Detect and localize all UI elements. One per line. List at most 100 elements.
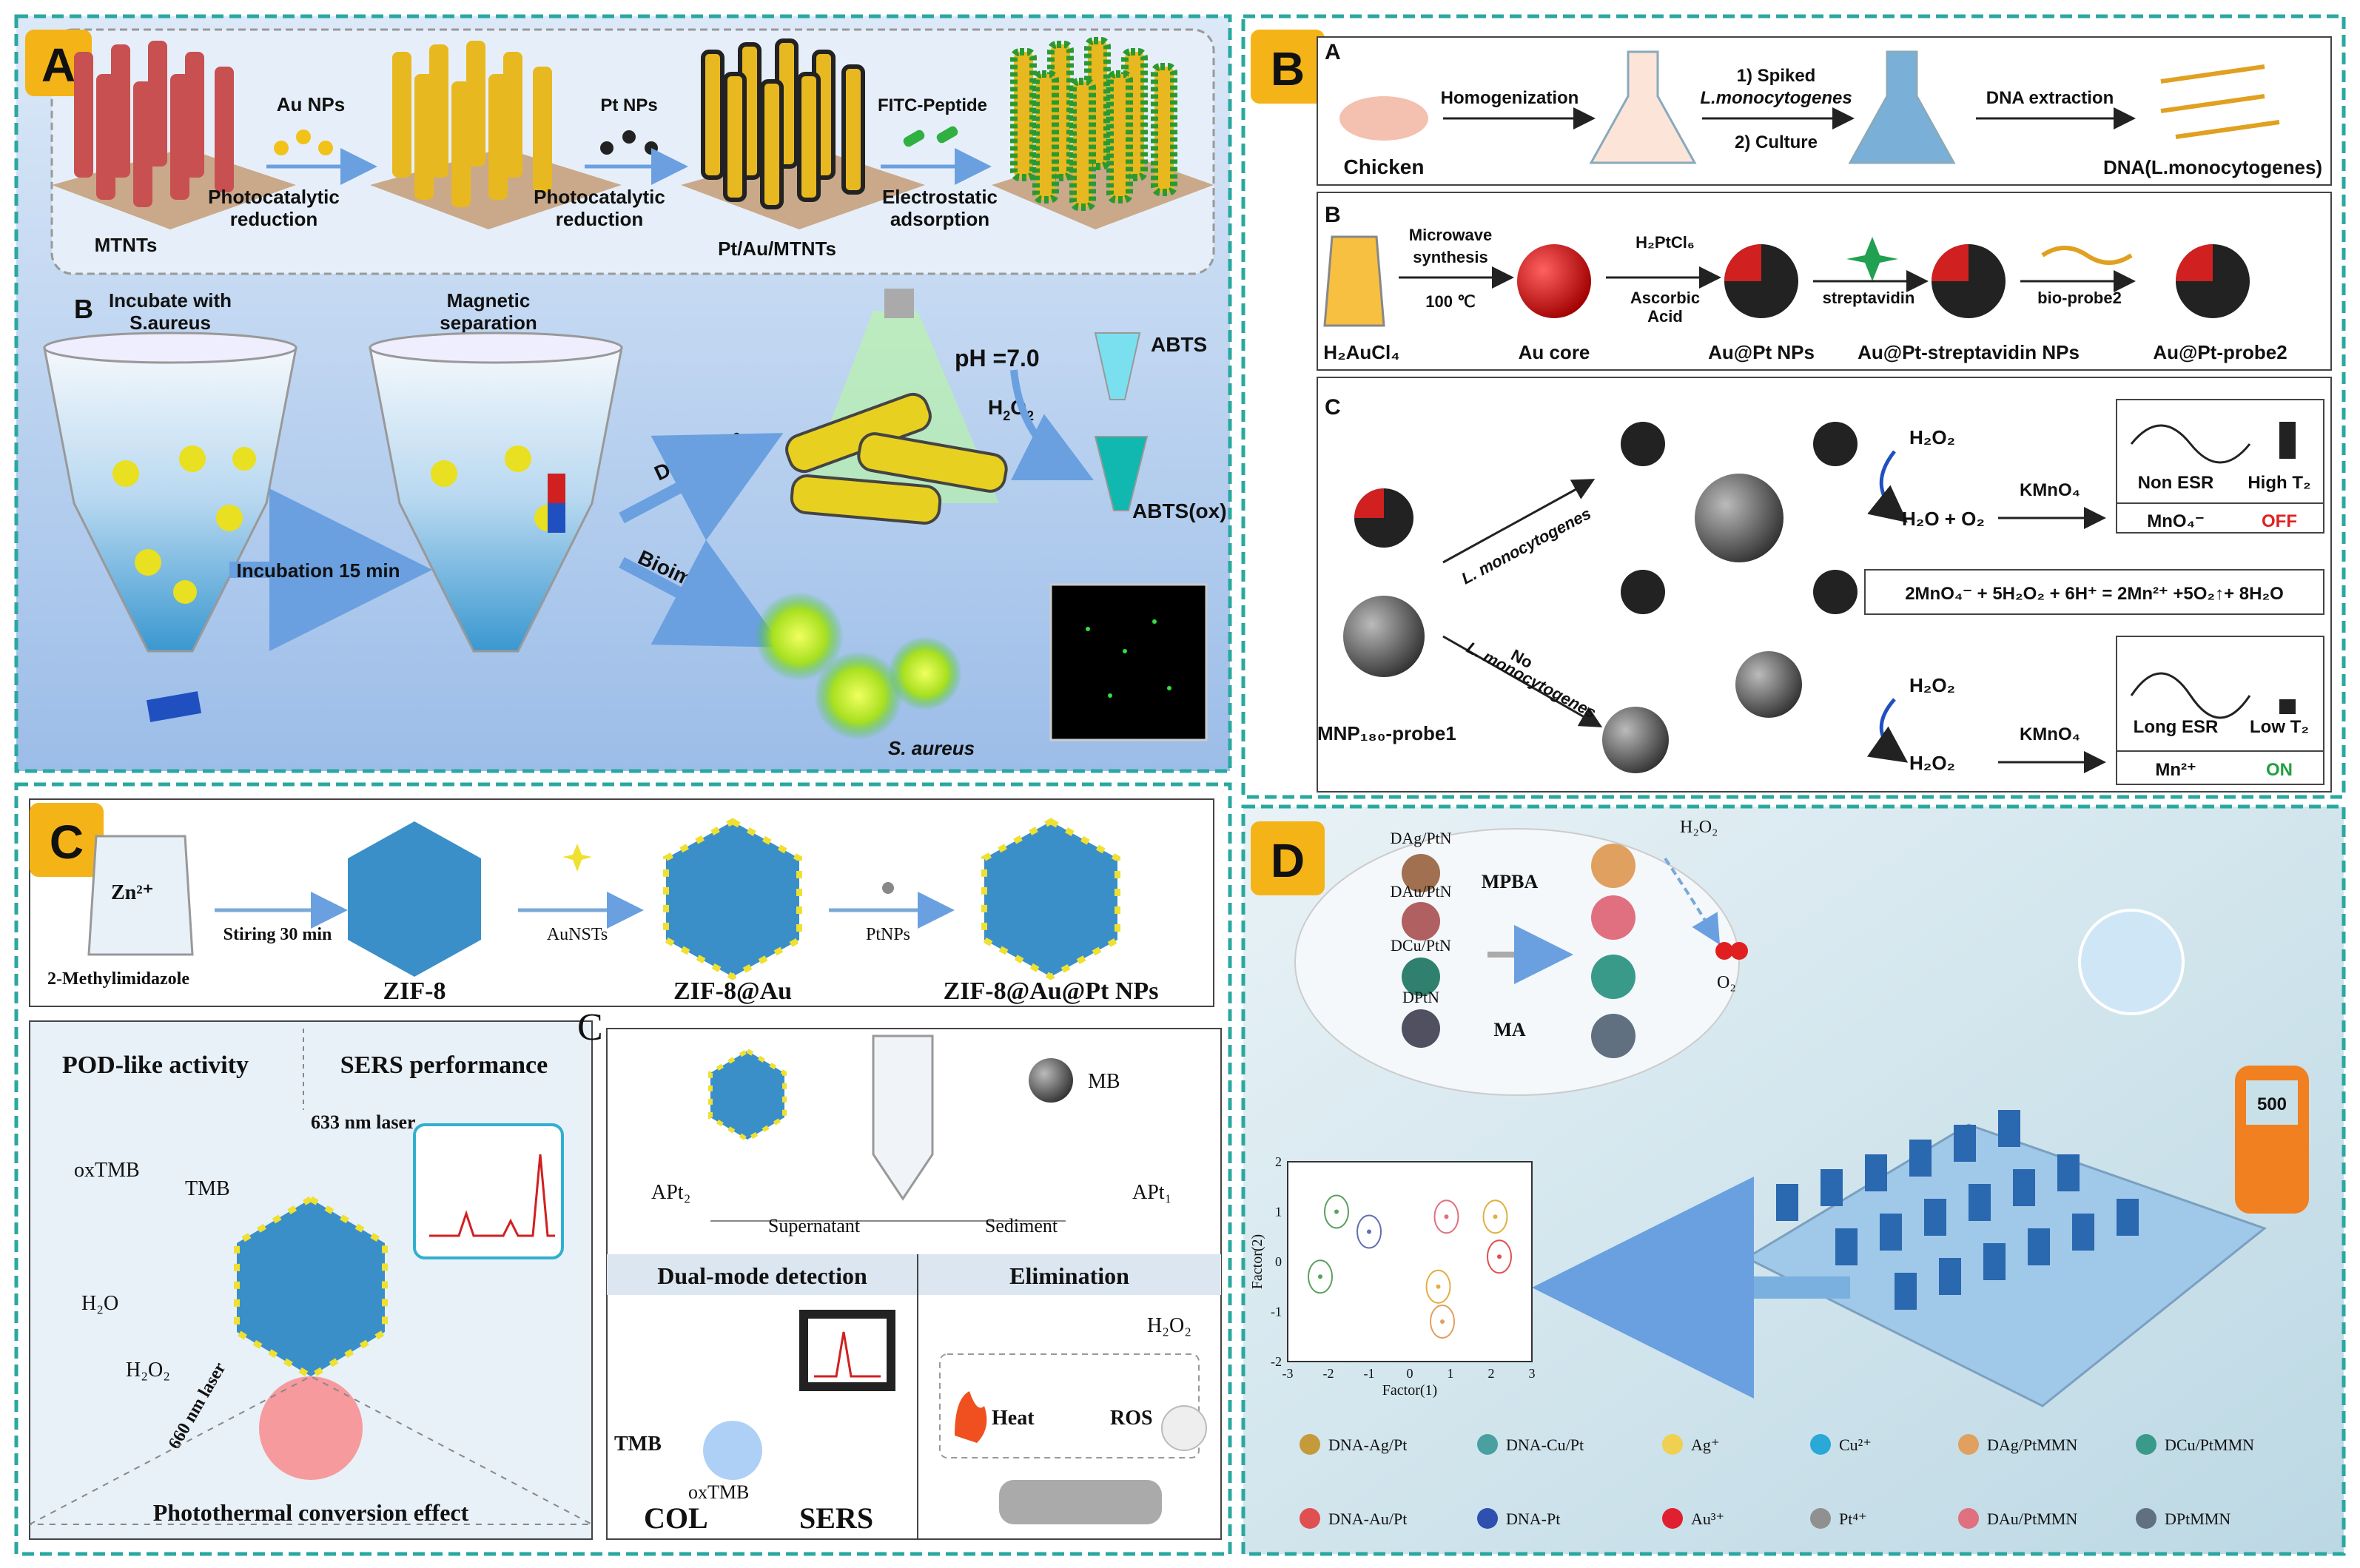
chicken-illustration bbox=[1339, 96, 1428, 141]
aupt-nps-label: Au@Pt NPs bbox=[1708, 341, 1815, 363]
aunsts-label: AuNSTs bbox=[547, 925, 608, 944]
sers-spectrum bbox=[429, 1154, 555, 1237]
abts-ox-tube bbox=[1094, 436, 1149, 511]
col-label: COL bbox=[644, 1501, 708, 1535]
microwave-label-1: Microwave bbox=[1409, 226, 1493, 244]
pt-au-mtnts-label: Pt/Au/MTNTs bbox=[718, 238, 836, 260]
scatter-point bbox=[1318, 1274, 1322, 1279]
legend-label: DAg/PtMMN bbox=[1987, 1436, 2077, 1454]
h2ptcl6-label: H₂PtCl₆ bbox=[1635, 233, 1695, 252]
bioprobe2-icon bbox=[2041, 246, 2133, 265]
culture-label: 2) Culture bbox=[1735, 132, 1818, 152]
panel-b-badge-label: B bbox=[1271, 42, 1305, 95]
microwave-label-2: synthesis bbox=[1413, 248, 1488, 266]
panel-b-a-label: A bbox=[1325, 40, 1341, 64]
h2o2-c-label: H₂O₂ bbox=[126, 1359, 170, 1382]
heated-crystal bbox=[259, 1376, 363, 1480]
detection-illustration bbox=[785, 289, 1008, 525]
panel-c: C Zn²⁺ 2-Methylimidazole Stiring 30 min … bbox=[14, 782, 1232, 1556]
pressure-meter: 500 bbox=[2235, 1066, 2309, 1214]
s-aureus-label: S. aureus bbox=[888, 737, 975, 759]
mpba-label: MPBA bbox=[1482, 871, 1539, 892]
dispersed-mnps bbox=[1602, 651, 1802, 773]
photothermal-label: Photothermal conversion effect bbox=[153, 1499, 469, 1526]
beaker-h2aucl4 bbox=[1323, 235, 1385, 327]
scatter-point bbox=[1444, 1214, 1449, 1219]
chart-x-label: Factor(1) bbox=[1382, 1382, 1437, 1399]
scatter-point bbox=[1436, 1284, 1441, 1289]
zn-label: Zn²⁺ bbox=[111, 881, 153, 904]
scatter-cluster bbox=[1357, 1214, 1382, 1249]
scatter-point bbox=[1497, 1254, 1502, 1259]
legend-label: DNA-Ag/Pt bbox=[1328, 1436, 1407, 1454]
bioimaging-illustration bbox=[755, 583, 1208, 741]
o2-label: O₂ bbox=[1717, 973, 1736, 992]
zif8aupt-label: ZIF-8@Au@Pt NPs bbox=[944, 978, 1159, 1005]
legend-label: Cu²⁺ bbox=[1839, 1436, 1872, 1454]
x-tick-label: -3 bbox=[1282, 1366, 1294, 1381]
mtnts-illustration bbox=[52, 41, 296, 229]
panel-b: B A Chicken Homogenization 1) Spiked L.m… bbox=[1241, 14, 2346, 799]
tube-array bbox=[1744, 1110, 2267, 1407]
legend-swatch bbox=[1662, 1434, 1683, 1455]
panel-b-badge bbox=[1251, 30, 1325, 104]
panel-a-badge-label: A bbox=[41, 38, 75, 92]
kmno4-top-label: KMnO₄ bbox=[2020, 480, 2080, 500]
dna-extraction-label: DNA extraction bbox=[1986, 88, 2114, 108]
oxtmb-label: oxTMB bbox=[74, 1159, 140, 1182]
legend-label: Pt⁴⁺ bbox=[1839, 1510, 1867, 1528]
mnp-sphere bbox=[1343, 596, 1425, 677]
dag-label: DAg/PtN bbox=[1390, 829, 1451, 847]
methylimidazole-label: 2-Methylimidazole bbox=[47, 969, 189, 989]
legend-swatch bbox=[1300, 1434, 1320, 1455]
off-label: OFF bbox=[2262, 511, 2297, 531]
adsorption-label: adsorption bbox=[890, 208, 989, 230]
bubble-vial bbox=[2078, 909, 2185, 1015]
central-tube bbox=[872, 1034, 934, 1201]
heat-label: Heat bbox=[992, 1407, 1035, 1430]
sers-spectrum-box bbox=[413, 1123, 564, 1259]
high-t2-label: High T₂ bbox=[2248, 473, 2310, 493]
center-crystal bbox=[234, 1195, 388, 1380]
ph-label: pH =7.0 bbox=[955, 345, 1040, 371]
panel-a-sub-b-label: B bbox=[74, 294, 93, 324]
flask-1 bbox=[1589, 50, 1697, 164]
legend-label: Ag⁺ bbox=[1691, 1436, 1720, 1454]
h2o2-top-label: H₂O₂ bbox=[1909, 426, 1955, 448]
legend-label: DNA-Cu/Pt bbox=[1506, 1436, 1584, 1454]
y-tick-label: 0 bbox=[1275, 1254, 1282, 1269]
y-tick-label: -1 bbox=[1271, 1305, 1282, 1319]
zif8-au-crystal bbox=[663, 818, 802, 980]
scatter-cluster bbox=[1324, 1194, 1349, 1229]
x-tick-label: 0 bbox=[1407, 1366, 1413, 1381]
mnp-probe1-label: MNP₁₈₀-probe1 bbox=[1317, 722, 1456, 744]
elimination-label: Elimination bbox=[1009, 1262, 1129, 1289]
reduction-label-2: reduction bbox=[556, 208, 643, 230]
bacteria-debris bbox=[999, 1480, 1162, 1524]
x-tick-label: 2 bbox=[1488, 1366, 1495, 1381]
fitc-peptide-label: FITC-Peptide bbox=[878, 95, 987, 115]
streptavidin-label: streptavidin bbox=[1823, 289, 1915, 307]
mn2-label: Mn²⁺ bbox=[2155, 760, 2196, 780]
kmno4-bot-label: KMnO₄ bbox=[2020, 724, 2080, 744]
zif8-label: ZIF-8 bbox=[383, 978, 446, 1005]
mmn-clusters bbox=[1591, 844, 1635, 1058]
dpt-label: DPtN bbox=[1402, 988, 1439, 1006]
zif-probe bbox=[708, 1048, 787, 1143]
legend-swatch bbox=[2136, 1434, 2156, 1455]
oxtmb-glow bbox=[703, 1421, 762, 1480]
legend-swatch bbox=[1958, 1508, 1979, 1529]
panel-b-c-label: C bbox=[1325, 395, 1341, 420]
scatter-cluster bbox=[1430, 1305, 1455, 1339]
low-t2-bar bbox=[2279, 699, 2296, 714]
streptavidin-icon bbox=[1846, 237, 1898, 281]
pt-nps-label: Pt NPs bbox=[600, 95, 657, 115]
x-tick-label: 1 bbox=[1448, 1366, 1454, 1381]
legend-swatch bbox=[1958, 1434, 1979, 1455]
panel-c-badge bbox=[30, 803, 104, 877]
scatter-cluster bbox=[1308, 1259, 1333, 1294]
magnetic-label-2: separation bbox=[440, 312, 537, 334]
